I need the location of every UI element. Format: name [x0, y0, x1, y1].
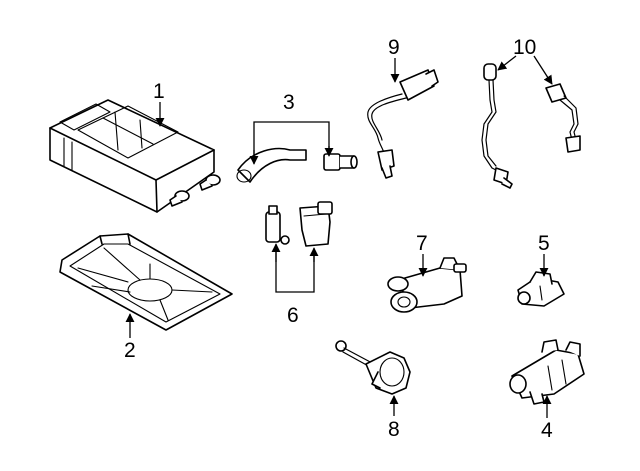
part-9-oxygen-sensor[interactable] — [367, 69, 439, 179]
callout-6: 6 — [271, 243, 319, 327]
leader-arrow-10b — [533, 55, 553, 85]
callout-number-3: 3 — [283, 91, 295, 114]
part-5-sensor[interactable] — [517, 271, 565, 307]
callout-number-7: 7 — [416, 232, 428, 255]
callout-number-9: 9 — [388, 36, 400, 59]
part-4-purge-valve[interactable] — [509, 339, 585, 405]
callout-5: 5 — [538, 232, 550, 277]
callout-7: 7 — [416, 232, 428, 277]
callout-number-6: 6 — [287, 304, 299, 327]
callout-number-2: 2 — [124, 339, 136, 362]
part-3-hose[interactable] — [236, 147, 358, 183]
callout-1: 1 — [153, 80, 165, 127]
callout-number-4: 4 — [541, 419, 553, 442]
callout-number-1: 1 — [153, 80, 165, 103]
callout-3: 3 — [249, 91, 334, 165]
callout-number-8: 8 — [388, 418, 400, 441]
callout-10: 10 — [497, 36, 553, 85]
callout-number-5: 5 — [538, 232, 550, 255]
callout-4: 4 — [541, 395, 553, 442]
part-2-shield[interactable] — [59, 233, 233, 331]
callout-2: 2 — [124, 313, 136, 362]
callout-8: 8 — [388, 395, 400, 441]
part-7-vapor-valve[interactable] — [387, 257, 467, 313]
callout-number-10: 10 — [513, 36, 536, 59]
part-1-canister[interactable] — [49, 99, 221, 213]
part-8-actuator[interactable] — [335, 340, 411, 395]
part-10-oxygen-sensors[interactable] — [481, 63, 581, 189]
callout-9: 9 — [388, 36, 400, 83]
part-6-valves[interactable] — [265, 201, 333, 247]
leader-arrow-10a — [497, 55, 517, 71]
